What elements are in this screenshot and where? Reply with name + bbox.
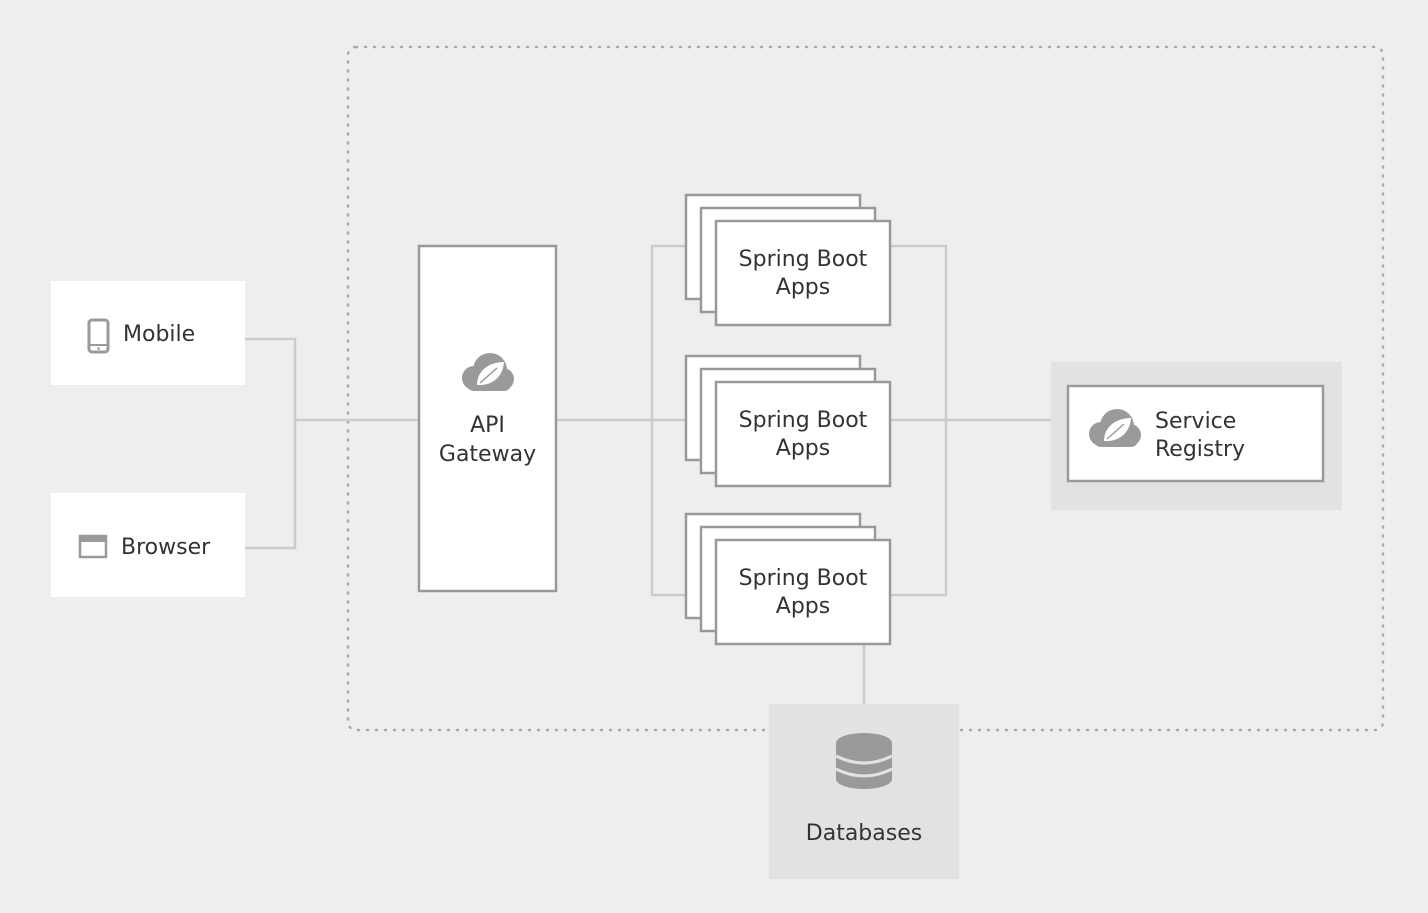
databases: Databases (806, 733, 922, 846)
service-registry: Service Registry (1066, 384, 1325, 483)
apps-1-label-line1: Spring Boot (739, 247, 868, 272)
api-gateway-label-line2: Gateway (439, 442, 536, 467)
spring-boot-apps-stack-1: Spring Boot Apps (684, 193, 892, 327)
spring-boot-apps-stack-3: Spring Boot Apps (684, 512, 892, 646)
apps-3-label-line1: Spring Boot (739, 566, 868, 591)
mobile-client: Mobile (51, 281, 245, 385)
apps-3-label-line2: Apps (776, 594, 830, 619)
browser-label: Browser (121, 535, 211, 560)
connector-left-bracket (650, 244, 686, 597)
mobile-label: Mobile (123, 322, 195, 347)
spring-cloud-leaf-icon (1089, 409, 1141, 447)
service-registry-label-line2: Registry (1155, 437, 1245, 462)
mobile-phone-icon (87, 318, 110, 354)
api-gateway-label-line1: API (470, 413, 505, 438)
databases-panel (769, 704, 959, 879)
service-registry-label-line1: Service (1155, 409, 1236, 434)
api-gateway: API Gateway (417, 244, 558, 593)
database-icon (835, 733, 893, 789)
browser-window-icon (78, 534, 108, 559)
connector-clients (245, 337, 297, 550)
apps-2-label-line2: Apps (776, 436, 830, 461)
apps-2-label-line1: Spring Boot (739, 408, 868, 433)
apps-1-label-line2: Apps (776, 275, 830, 300)
spring-boot-apps-stack-2: Spring Boot Apps (684, 354, 892, 488)
databases-label: Databases (806, 821, 922, 846)
spring-cloud-leaf-icon (462, 353, 514, 391)
connectors (245, 244, 1051, 704)
browser-client: Browser (51, 493, 245, 597)
